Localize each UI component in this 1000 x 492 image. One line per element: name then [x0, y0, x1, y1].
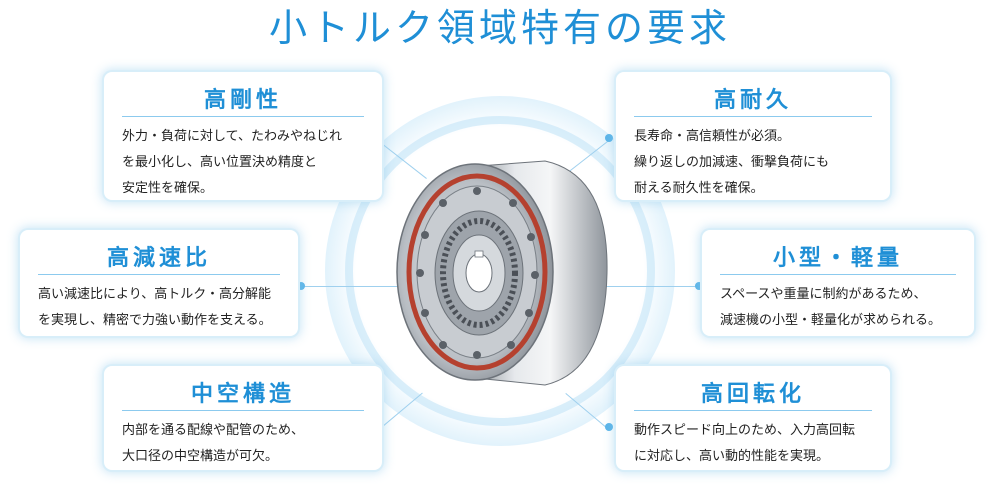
- card-high-durability: 高耐久 長寿命・高信頼性が必須。 繰り返しの加減速、衝撃負荷にも 耐える耐久性を…: [616, 72, 890, 200]
- connector-dot: [605, 134, 613, 142]
- card-divider: [634, 116, 872, 117]
- page-title: 小トルク領域特有の要求: [268, 6, 731, 50]
- card-text-line: 安定性を確保。: [122, 181, 214, 196]
- card-text-line: を最小化し、高い位置決め精度と: [122, 155, 318, 170]
- card-text-line: 高い減速比により、高トルク・高分解能: [38, 287, 271, 302]
- card-text-line: に対応し、高い動的性能を実現。: [634, 449, 830, 464]
- card-divider: [122, 410, 364, 411]
- connector-dot: [605, 423, 613, 431]
- reducer-illustration: [396, 160, 608, 386]
- card-text-line: 長寿命・高信頼性が必須。: [634, 129, 791, 144]
- connector-line: [300, 286, 400, 287]
- card-title: 高耐久: [713, 88, 792, 113]
- card-high-rigidity: 高剛性 外力・負荷に対して、たわみやねじれ を最小化し、高い位置決め精度と 安定…: [104, 72, 382, 200]
- card-text: 内部を通る配線や配管のため、 大口径の中空構造が可欠。: [122, 418, 370, 470]
- card-compact-lightweight: 小型・軽量 スペースや重量に制約があるため、 減速機の小型・軽量化が求められる。: [702, 230, 974, 336]
- card-text-line: 動作スピード向上のため、入力高回転: [634, 423, 856, 438]
- card-divider: [38, 274, 280, 275]
- card-text-line: スペースや重量に制約があるため、: [720, 287, 927, 302]
- card-text-line: 内部を通る配線や配管のため、: [122, 423, 305, 438]
- card-text-line: を実現し、精密で力強い動作を支える。: [38, 313, 272, 328]
- card-divider: [634, 410, 872, 411]
- card-text-line: 外力・負荷に対して、たわみやねじれ: [122, 129, 342, 144]
- connector-line: [605, 286, 700, 287]
- card-text: 外力・負荷に対して、たわみやねじれ を最小化し、高い位置決め精度と 安定性を確保…: [122, 124, 370, 202]
- card-title: 小型・軽量: [772, 246, 903, 271]
- connector-dot: [297, 282, 305, 290]
- card-title: 高減速比: [106, 246, 211, 271]
- card-text-line: 減速機の小型・軽量化が求められる。: [720, 313, 942, 328]
- card-text: 長寿命・高信頼性が必須。 繰り返しの加減速、衝撃負荷にも 耐える耐久性を確保。: [634, 124, 878, 202]
- card-title: 中空構造: [190, 382, 295, 407]
- center-glow-ring: [345, 116, 655, 426]
- card-hollow-structure: 中空構造 内部を通る配線や配管のため、 大口径の中空構造が可欠。: [104, 366, 382, 470]
- card-text-line: 繰り返しの加減速、衝撃負荷にも: [634, 155, 830, 170]
- card-high-reduction-ratio: 高減速比 高い減速比により、高トルク・高分解能 を実現し、精密で力強い動作を支え…: [20, 230, 298, 336]
- card-title: 高回転化: [700, 382, 805, 407]
- card-text-line: 耐える耐久性を確保。: [634, 181, 764, 196]
- card-divider: [720, 274, 956, 275]
- card-text-line: 大口径の中空構造が可欠。: [122, 449, 279, 464]
- card-text: 高い減速比により、高トルク・高分解能 を実現し、精密で力強い動作を支える。: [38, 282, 286, 334]
- card-divider: [122, 116, 364, 117]
- card-title: 高剛性: [203, 88, 282, 113]
- card-text: スペースや重量に制約があるため、 減速機の小型・軽量化が求められる。: [720, 282, 962, 334]
- connector-dot: [695, 282, 703, 290]
- card-high-rotation: 高回転化 動作スピード向上のため、入力高回転 に対応し、高い動的性能を実現。: [616, 366, 890, 470]
- card-text: 動作スピード向上のため、入力高回転 に対応し、高い動的性能を実現。: [634, 418, 878, 470]
